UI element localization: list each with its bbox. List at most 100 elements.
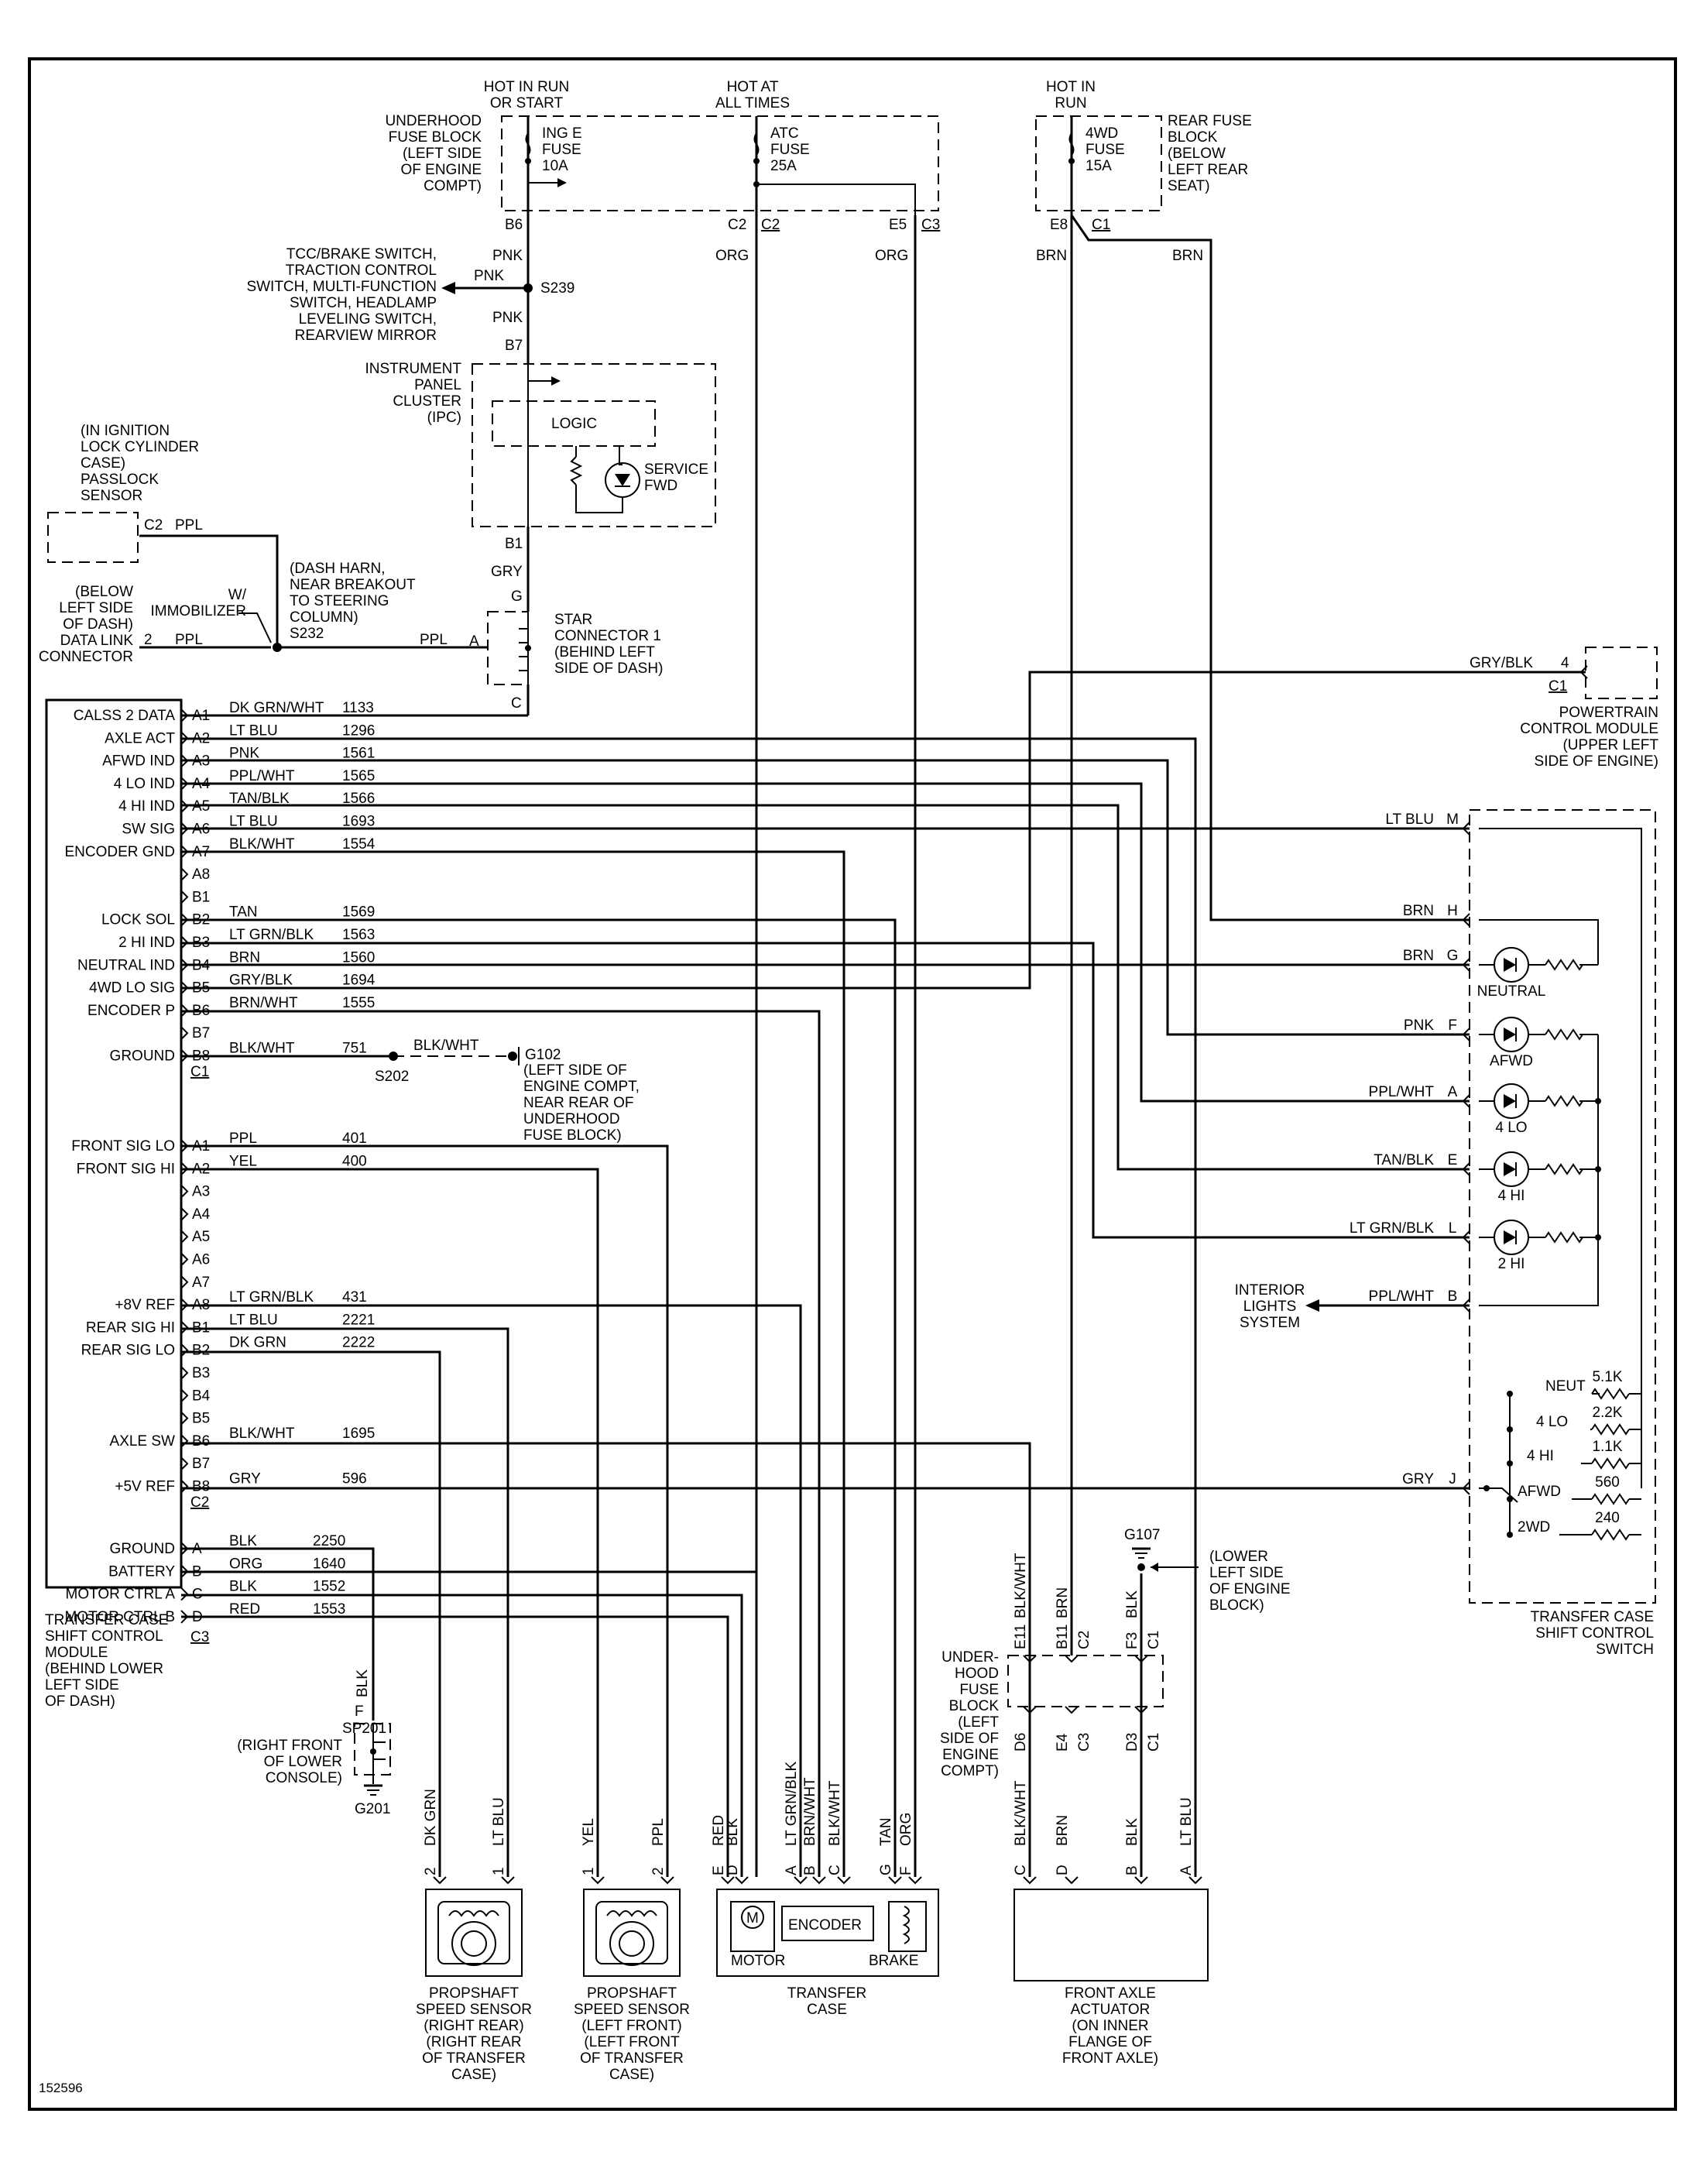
ladder-resistance: 1.1K	[1592, 1439, 1622, 1455]
pin-a5: A5	[192, 1229, 210, 1245]
tc-motor-label: MOTOR	[731, 1953, 785, 1969]
switch-pin-j: J	[1449, 1471, 1456, 1487]
ipc-pin-b7: B7	[505, 338, 523, 354]
front-axle-actuator	[1013, 1889, 1209, 1981]
signal-motor-ctrl-a: MOTOR CTRL A	[66, 1587, 176, 1603]
sensor-wire-color: YEL	[581, 1818, 597, 1846]
uh2-wire: BLK	[1124, 1590, 1140, 1618]
tc-brake-box	[888, 1901, 927, 1952]
wire-color: TAN	[229, 904, 258, 921]
ladder-position: 4 LO	[1536, 1414, 1568, 1430]
module-c3-label: C3	[190, 1629, 209, 1645]
pin-a6: A6	[192, 1252, 210, 1268]
circuit-number: 1694	[342, 973, 376, 989]
signal-rear-sig-hi: REAR SIG HI	[86, 1319, 175, 1336]
wire-pnk-1: PNK	[492, 248, 523, 264]
wire-color: PPL	[229, 1131, 257, 1147]
circuit-number: 1695	[342, 1426, 375, 1442]
pin-c2b: C2	[761, 217, 780, 233]
signal-axle-act: AXLE ACT	[105, 730, 175, 746]
switch-pin-m: M	[1446, 811, 1459, 828]
splice-s239: S239	[540, 280, 574, 297]
circuit-number: 1561	[342, 746, 375, 762]
wire-pnk-3: PNK	[492, 310, 523, 326]
tc-wire-color: BLK	[725, 1818, 741, 1846]
axle-wire-color: BLK	[1124, 1818, 1140, 1846]
signal-lock-sol: LOCK SOL	[101, 912, 175, 928]
wire-color: ORG	[229, 1556, 262, 1572]
uh2-conn-bottom: C3	[1076, 1733, 1092, 1752]
led-label: 4 LO	[1495, 1120, 1527, 1136]
pin-a8: A8	[192, 866, 210, 883]
pcm-wire-gry-blk: GRY/BLK	[1470, 655, 1533, 671]
wire-routing	[181, 214, 1586, 1877]
module-c1-label: C1	[190, 1064, 209, 1080]
wire-blk-sp201: BLK	[355, 1669, 371, 1697]
pin-b6: B6	[505, 217, 523, 233]
wire-color: GRY/BLK	[229, 973, 293, 989]
pin-a5: A5	[192, 798, 210, 815]
pin-b3: B3	[192, 1365, 210, 1381]
ladder-resistance: 2.2K	[1592, 1405, 1622, 1421]
switch-pin-f: F	[1448, 1017, 1457, 1034]
signal-ground: GROUND	[110, 1048, 175, 1065]
pin-b8: B8	[192, 1479, 210, 1495]
pcm-conn-c1: C1	[1549, 678, 1567, 695]
led-4lo: 4 LO	[1479, 1083, 1598, 1136]
tc-wire-color: RED	[711, 1815, 727, 1846]
ipc-logic-box	[492, 400, 656, 447]
signal-front-sig-lo: FRONT SIG LO	[71, 1138, 175, 1155]
signal-calss-2-data: CALSS 2 DATA	[74, 708, 176, 724]
ladder-4hi: 4 HI1.1K	[1507, 1439, 1641, 1470]
switch-wire-color: BRN	[1403, 903, 1434, 919]
led-label: NEUTRAL	[1477, 983, 1546, 1000]
circuit-number: 400	[342, 1153, 367, 1169]
signal-encoder-gnd: ENCODER GND	[64, 844, 175, 860]
passlock-pin-c2: C2	[144, 517, 163, 534]
circuit-number: 1555	[342, 995, 375, 1011]
signal-motor-ctrl-b: MOTOR CTRL B	[64, 1609, 175, 1625]
led-label: AFWD	[1490, 1053, 1533, 1069]
pin-b1: B1	[192, 889, 210, 905]
tc-encoder-label: ENCODER	[788, 1917, 862, 1933]
uh2-pin-top: E11	[1013, 1625, 1029, 1649]
axle-pin: B	[1124, 1865, 1140, 1875]
wire-brn-2: BRN	[1172, 248, 1203, 264]
signal-4-lo-ind: 4 LO IND	[114, 776, 175, 792]
sp201-pin-f: F	[355, 1704, 364, 1720]
uh2-wire: BLK/WHT	[1013, 1553, 1029, 1618]
signal-4wd-lo-sig: 4WD LO SIG	[89, 980, 175, 997]
sensor-pin: 1	[491, 1867, 507, 1875]
wire-ppl-star: PPL	[420, 632, 448, 648]
pin-c2a: C2	[728, 217, 746, 233]
wire-color: LT GRN/BLK	[229, 927, 314, 943]
switch-wire-color: LT BLU	[1385, 811, 1434, 828]
underhood-fuse-block	[501, 115, 939, 211]
wire-color: BLK/WHT	[229, 1426, 295, 1442]
ipc-box	[472, 363, 716, 527]
wire-color: YEL	[229, 1153, 257, 1169]
splice-s202: S202	[375, 1069, 409, 1085]
tc-encoder-box	[781, 1906, 874, 1941]
